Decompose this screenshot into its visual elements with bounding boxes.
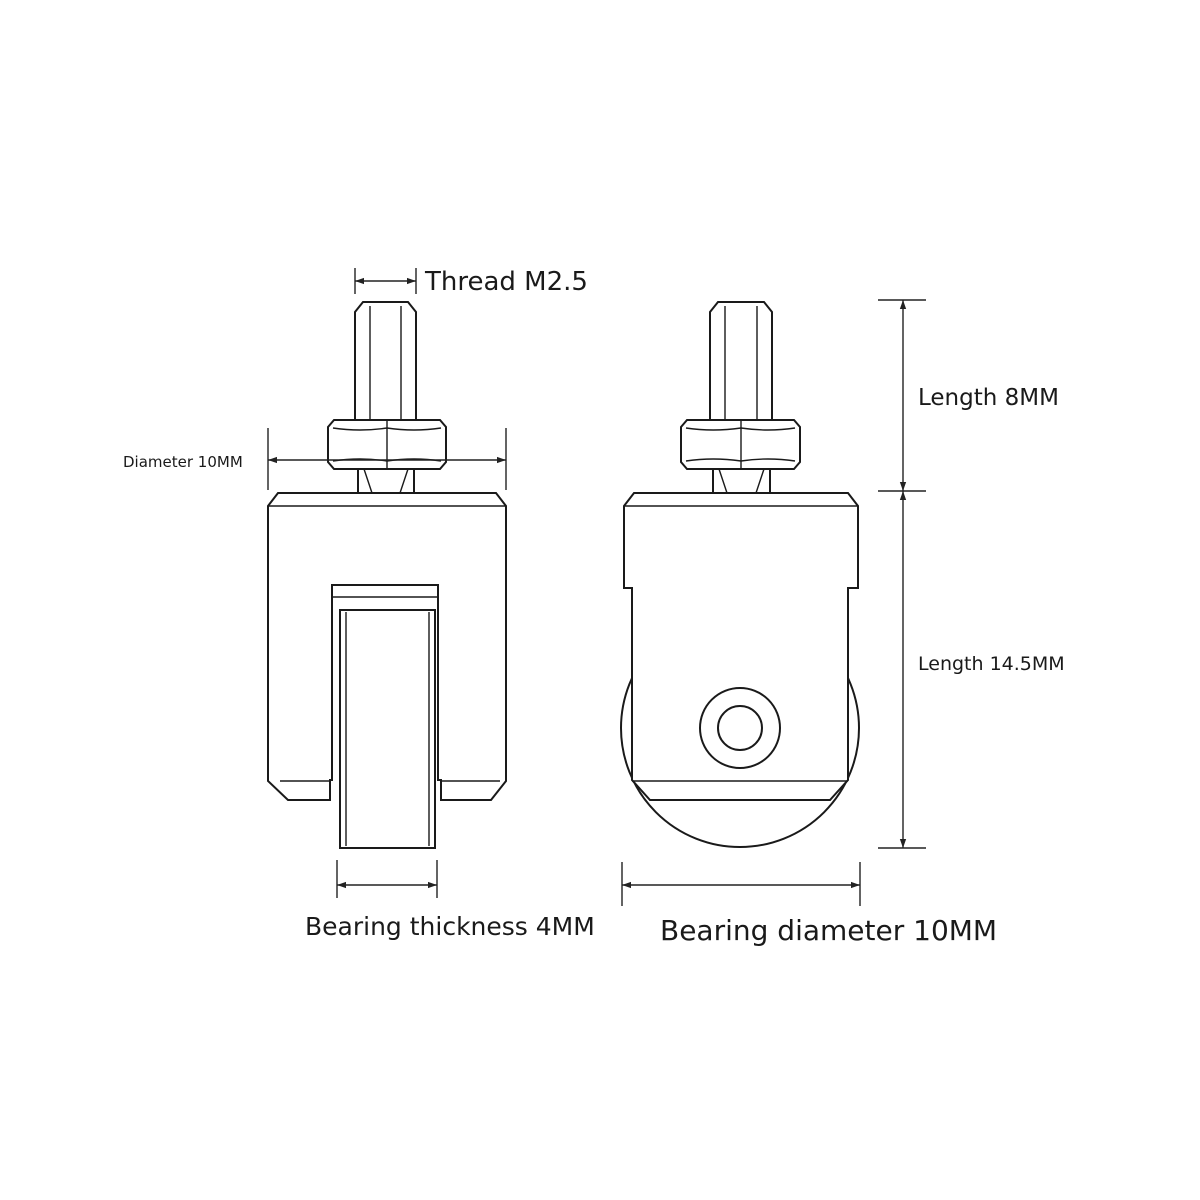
length-8mm-label: Length 8MM [918, 385, 1059, 411]
bearing-thickness-label: Bearing thickness 4MM [305, 912, 595, 941]
bearing-diameter-dimension: Bearing diameter 10MM [621, 862, 997, 947]
bearing-diameter-label: Bearing diameter 10MM [660, 914, 997, 947]
front-bearing [339, 609, 436, 849]
side-bracket [623, 492, 859, 801]
length-8mm-dimension: Length 8MM [878, 299, 1059, 492]
side-axle-hole [699, 687, 781, 769]
side-neck [712, 468, 771, 494]
front-bracket [267, 492, 507, 801]
length-14-5mm-label: Length 14.5MM [918, 653, 1065, 675]
front-threaded-stud [354, 301, 417, 420]
front-view [267, 301, 507, 849]
thread-dimension: Thread M2.5 [354, 267, 588, 297]
diameter-dimension: Diameter 10MM [123, 428, 507, 490]
side-hex-nut [680, 419, 801, 470]
diameter-label: Diameter 10MM [123, 453, 243, 471]
bearing-thickness-dimension: Bearing thickness 4MM [305, 860, 595, 941]
front-hex-nut [327, 419, 447, 470]
side-threaded-stud [709, 301, 773, 420]
side-view [620, 301, 860, 848]
front-neck [357, 468, 415, 494]
length-14-5mm-dimension: Length 14.5MM [878, 491, 1065, 849]
thread-label: Thread M2.5 [424, 267, 588, 297]
